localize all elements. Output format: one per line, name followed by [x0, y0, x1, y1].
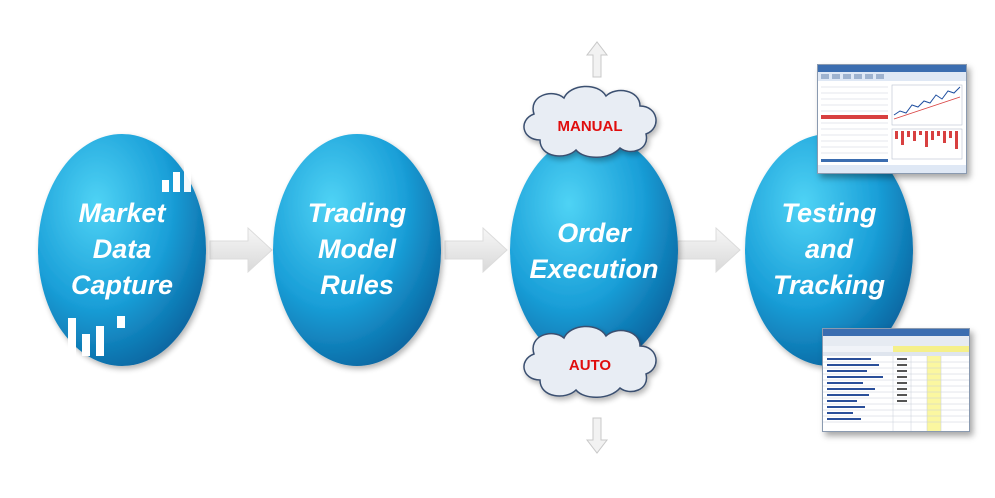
- stage-label-1: Market Data Capture: [71, 198, 173, 300]
- stage-label-4: Testing and Tracking: [773, 198, 886, 300]
- cloud-manual-label: MANUAL: [558, 118, 623, 135]
- stage-label-2: Trading Model Rules: [308, 198, 407, 300]
- cloud-manual: MANUAL: [523, 85, 657, 158]
- stage-3-line-2: Execution: [529, 254, 658, 284]
- chart-thumbnail: [817, 64, 967, 174]
- up-arrow-icon: [585, 41, 609, 78]
- stage-2-line-1: Trading: [308, 198, 407, 228]
- stage-1-line-3: Capture: [71, 270, 173, 300]
- stage-ellipse-order-execution: [510, 134, 678, 366]
- bar-chart-icon-lower: [68, 316, 125, 356]
- stage-1-line-1: Market: [78, 198, 166, 228]
- stage-3-line-1: Order: [557, 218, 632, 248]
- bar-chart-icon: [162, 160, 191, 192]
- stage-2-line-3: Rules: [320, 270, 394, 300]
- stage-ellipse-testing-and-tracking: [745, 134, 913, 366]
- arrow-1-to-2: [209, 226, 273, 274]
- down-arrow-icon: [585, 417, 609, 454]
- cloud-auto-label: AUTO: [569, 357, 612, 374]
- stage-4-line-2: and: [805, 234, 854, 264]
- stage-label-3: Order Execution: [529, 218, 658, 284]
- stage-ellipse-trading-model-rules: [273, 134, 441, 366]
- stage-1-line-2: Data: [93, 234, 152, 264]
- stage-2-line-2: Model: [318, 234, 396, 264]
- arrow-3-to-4: [677, 226, 741, 274]
- arrow-2-to-3: [444, 226, 508, 274]
- stage-4-line-3: Tracking: [773, 270, 886, 300]
- cloud-auto: AUTO: [523, 325, 657, 398]
- stage-4-line-1: Testing: [781, 198, 877, 228]
- spreadsheet-thumbnail: [822, 328, 970, 432]
